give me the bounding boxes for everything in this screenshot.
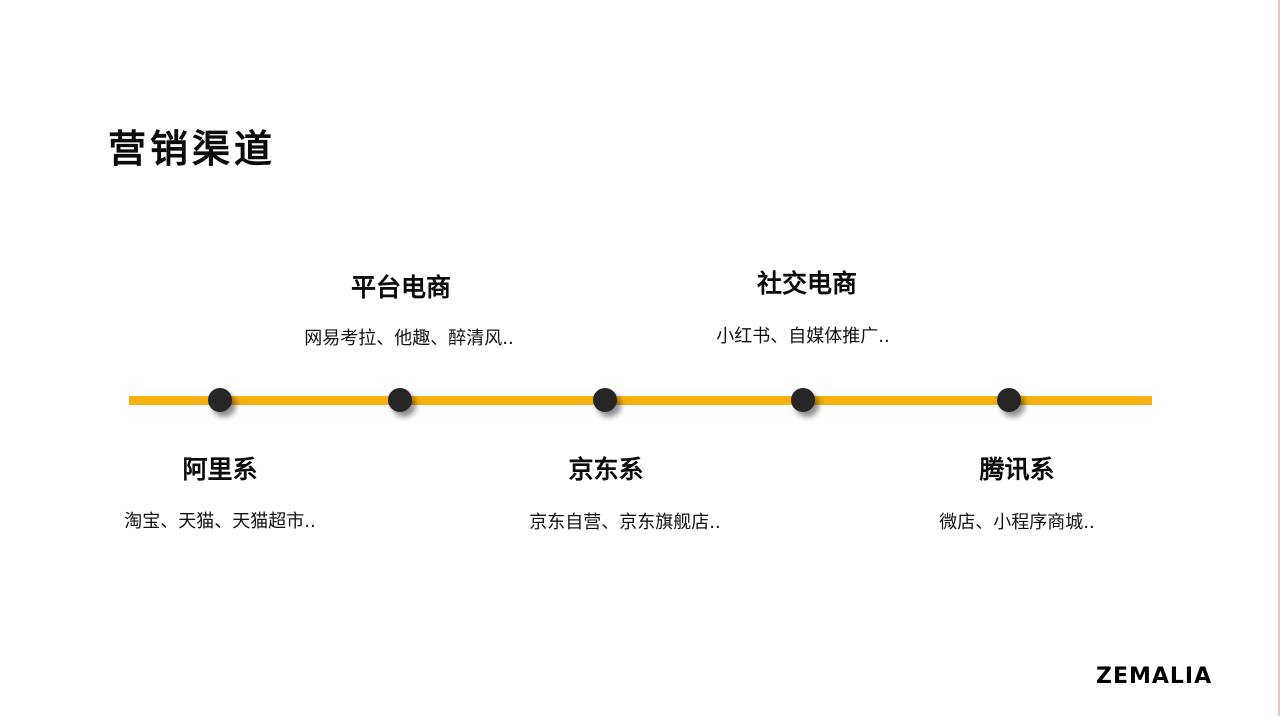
timeline-node-desc-5: 微店、小程序商城.. (939, 512, 1095, 533)
timeline-node-title-4: 社交电商 (756, 269, 857, 298)
timeline-node-desc-1: 淘宝、天猫、天猫超市.. (124, 511, 316, 532)
timeline-node-title-1: 阿里系 (182, 455, 258, 484)
timeline-dot-1 (208, 388, 232, 412)
timeline-dot-3 (593, 388, 617, 412)
timeline-node-title-5: 腾讯系 (979, 455, 1055, 484)
timeline-node-desc-4: 小红书、自媒体推广.. (716, 326, 890, 347)
timeline-dot-5 (997, 388, 1021, 412)
timeline-node-desc-3: 京东自营、京东旗舰店.. (529, 512, 721, 533)
timeline-node-desc-2: 网易考拉、他趣、醉清风.. (304, 328, 514, 349)
timeline-node-title-2: 平台电商 (350, 273, 451, 302)
timeline-node-title-3: 京东系 (568, 455, 644, 484)
page-title: 营销渠道 (108, 127, 277, 171)
slide-edge-divider (1278, 0, 1280, 716)
timeline-line (129, 396, 1152, 405)
timeline-dot-2 (388, 388, 412, 412)
timeline-dot-4 (791, 388, 815, 412)
brand-logo: ZEMALIA (1096, 664, 1213, 689)
